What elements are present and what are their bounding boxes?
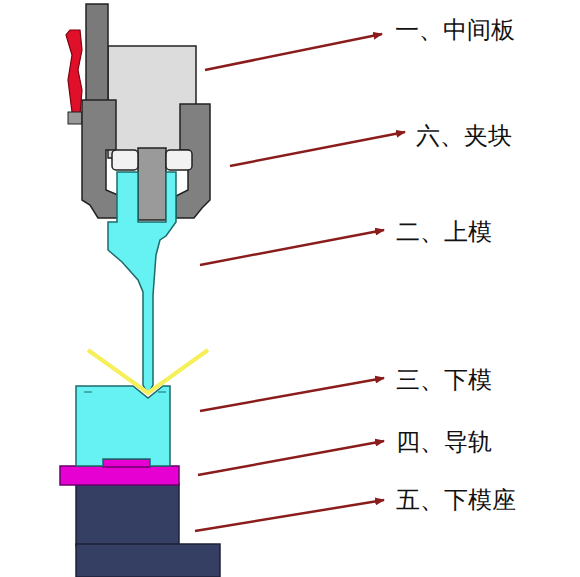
roller-right bbox=[166, 150, 192, 170]
guide-rail-key bbox=[103, 459, 150, 467]
tang bbox=[138, 148, 166, 220]
sheet-metal bbox=[88, 350, 208, 393]
part-label: 六、夹块 bbox=[416, 122, 512, 150]
lower-die-edge bbox=[84, 391, 166, 392]
part-label: 三、下模 bbox=[396, 366, 492, 394]
lower-die-seat bbox=[76, 484, 179, 546]
handle bbox=[66, 30, 82, 115]
guide-rail bbox=[60, 466, 179, 485]
lower-die-seat-base bbox=[76, 544, 220, 577]
leader-arrows bbox=[195, 34, 405, 531]
part-label: 四、导轨 bbox=[396, 428, 492, 456]
upper-die bbox=[108, 172, 176, 394]
part-label: 一、中间板 bbox=[395, 16, 515, 44]
handle-bolt bbox=[68, 112, 82, 124]
lower-die bbox=[76, 386, 170, 466]
part-label: 五、下模座 bbox=[396, 486, 516, 514]
part-label: 二、上模 bbox=[396, 218, 492, 246]
roller-left bbox=[112, 150, 138, 170]
